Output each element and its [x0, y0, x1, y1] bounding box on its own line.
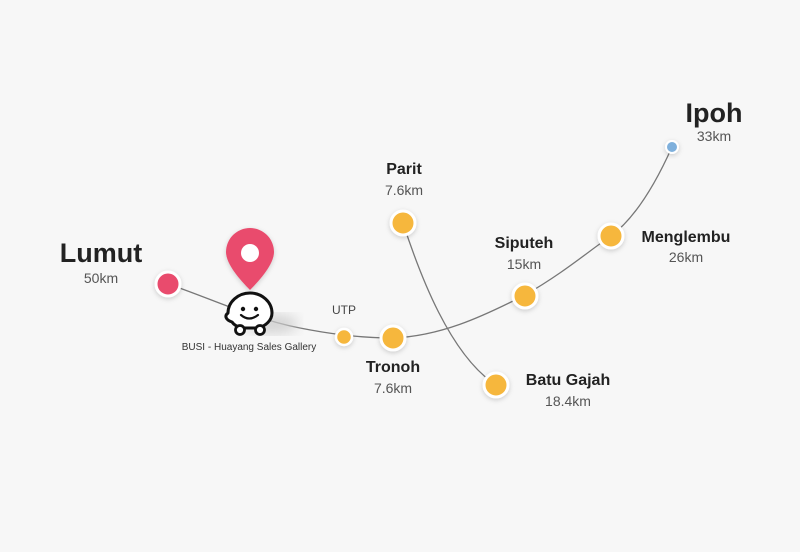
ipoh-label: Ipoh	[685, 98, 743, 128]
tronoh-distance: 7.6km	[373, 380, 413, 396]
parit-label: Parit	[386, 161, 422, 178]
node-utp[interactable]	[334, 327, 354, 347]
node-siputeh[interactable]	[511, 282, 539, 310]
node-ipoh[interactable]	[665, 140, 679, 154]
node-menglembu[interactable]	[597, 222, 625, 250]
menglembu-distance: 26km	[668, 249, 704, 265]
tronoh-label: Tronoh	[365, 359, 421, 376]
batu-gajah-distance: 18.4km	[545, 393, 591, 409]
busi-label: BUSI - Huayang Sales Gallery	[181, 342, 317, 353]
menglembu-label: Menglembu	[641, 229, 731, 246]
node-lumut[interactable]	[154, 270, 182, 298]
branch-route-line	[402, 222, 497, 386]
node-parit[interactable]	[389, 209, 417, 237]
parit-distance: 7.6km	[384, 182, 424, 198]
waze-icon[interactable]	[224, 291, 274, 336]
utp-label: UTP	[332, 303, 356, 317]
ipoh-distance: 33km	[696, 128, 732, 144]
node-tronoh[interactable]	[379, 324, 407, 352]
siputeh-label: Siputeh	[494, 235, 554, 252]
siputeh-distance: 15km	[506, 256, 542, 272]
location-pin-icon	[226, 228, 274, 290]
lumut-distance: 50km	[83, 270, 119, 286]
lumut-label: Lumut	[59, 238, 143, 268]
batu-gajah-label: Batu Gajah	[525, 372, 611, 389]
node-batu-gajah[interactable]	[482, 371, 510, 399]
